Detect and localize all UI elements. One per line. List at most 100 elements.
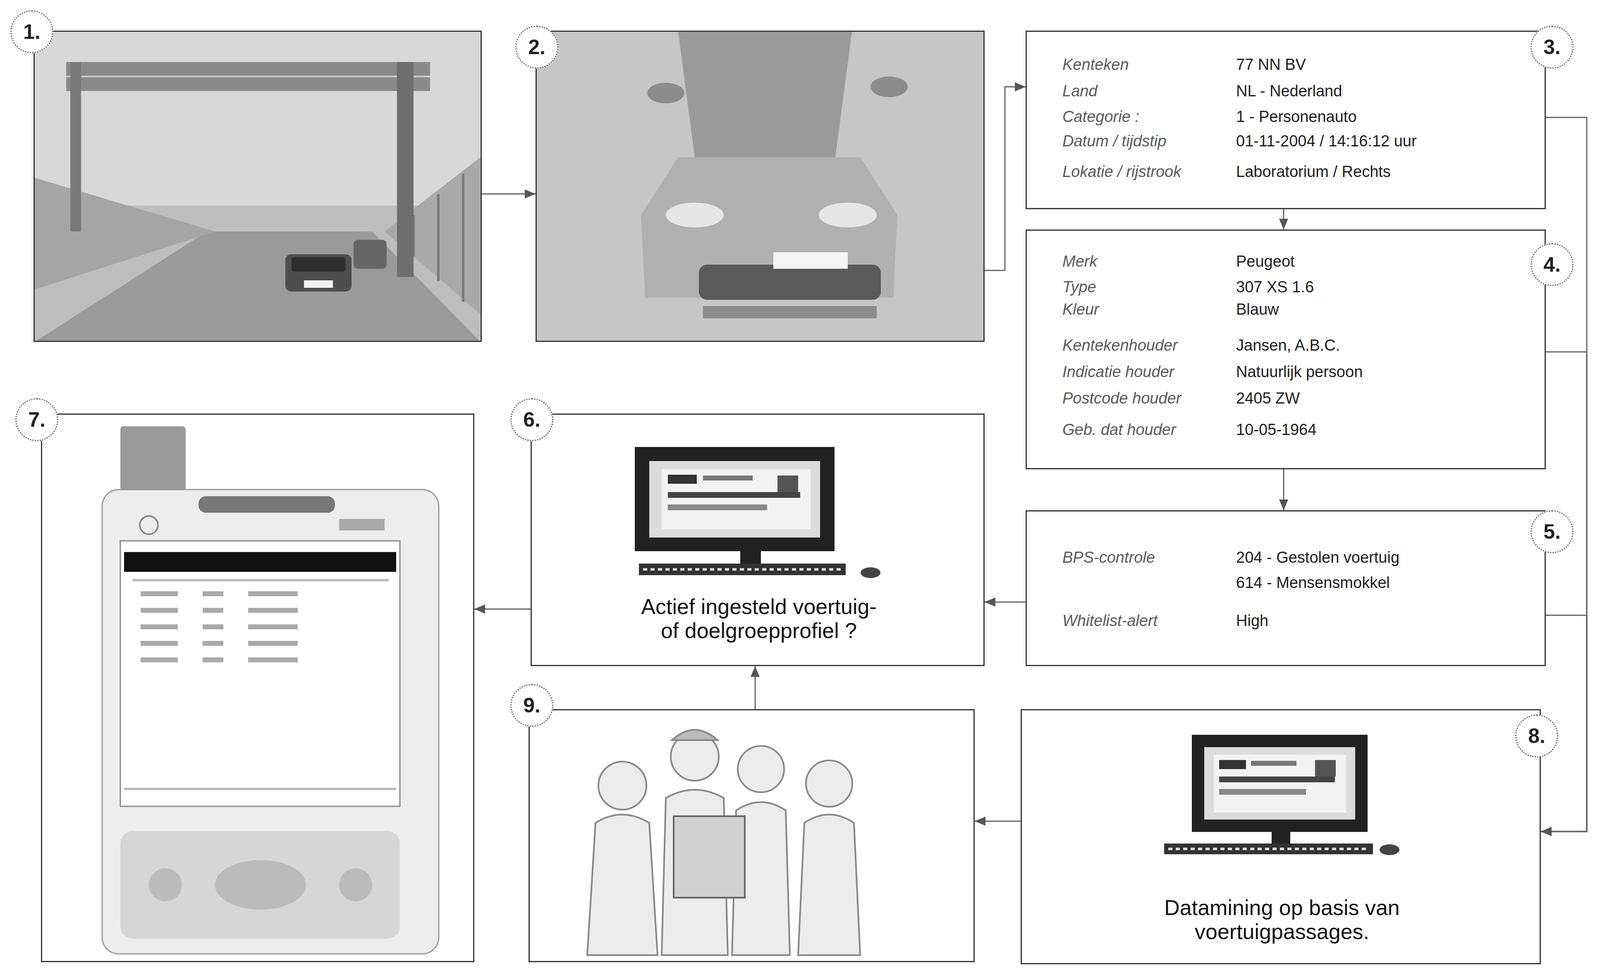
monitor-icon [649,461,821,538]
car-front-photo [536,31,984,341]
pda-device [339,868,373,902]
gantry-photo [34,31,481,343]
pda-device [248,640,298,646]
gantry-photo [353,239,387,269]
text-slot: Peugeot [1236,251,1295,271]
monitor-icon [1219,789,1306,795]
gantry-photo [34,177,216,290]
field-value: 2405 ZW [1236,388,1300,408]
box-caption: Datamining op basis van voertuigpassages… [1164,895,1400,944]
callout-number: 6. [523,407,541,432]
callout-circle: 5. [1530,510,1574,554]
flow-arrow [1279,469,1289,511]
process-box: 8.Datamining op basis van voertuigpassag… [1020,709,1541,965]
car-front-photo [536,31,984,341]
monitor-icon [667,504,768,511]
monitor-icon [1191,734,1368,833]
pda-device [248,624,298,630]
box-caption: Actief ingesteld voertuig- of doelgroepp… [640,594,877,643]
arrow-head [1279,218,1289,230]
car-front-photo [678,31,852,158]
callout-number: 1. [23,19,41,44]
monitor-icon [634,447,881,579]
callout-number: 9. [523,693,541,718]
field-value: Blauw [1236,299,1280,319]
monitor-icon [1219,760,1247,770]
people-cartoon [598,761,647,810]
callout-circle: 9. [510,684,554,728]
monitor-icon [1315,760,1336,777]
field-label: Lokatie / rijstrook [1062,162,1182,182]
connector-line [1540,351,1587,832]
field-label: Merk [1062,251,1098,271]
arrow-head [750,666,760,677]
text-slot: Kleur [1062,299,1100,319]
callout-circle: 4. [1530,243,1574,287]
text-slot: Datum / tijdstip [1062,131,1167,151]
pda-device [215,860,307,910]
field-label: Categorie : [1062,107,1140,127]
photo-box: 2. [535,30,985,343]
gantry-photo [461,173,465,302]
callout-number: 5. [1543,519,1561,544]
gantry-photo [437,194,440,282]
car-front-photo [698,264,881,300]
pda-device [120,831,400,939]
car-front-photo [773,252,848,269]
field-label: Geb. dat houder [1062,420,1177,440]
text-slot: High [1236,611,1269,631]
monitor-icon [740,551,761,564]
pda-device [140,607,178,613]
arrow-head [1279,499,1289,511]
flow-arrow [984,597,1026,607]
data-box: 3.Kenteken77 NN BVLandNL - NederlandCate… [1025,30,1546,210]
monitor-icon [1164,843,1373,855]
callout-circle: 2. [515,25,559,69]
flow-arrow [1279,209,1289,230]
arrow-head [524,189,536,199]
field-label: Indicatie houder [1062,362,1175,382]
text-slot: 1 - Personenauto [1236,107,1357,127]
pda-device [198,496,335,513]
pda-device [124,787,397,791]
gantry-photo [66,75,431,78]
field-value: NL - Nederland [1236,81,1342,101]
field-value: 10-05-1964 [1236,420,1317,440]
car-front-photo [647,82,685,104]
pda-device [202,640,224,646]
arrow-head [974,816,986,826]
pda-device [140,624,178,630]
callout-number: 7. [28,407,46,432]
text-slot: Lokatie / rijstrook [1062,162,1182,182]
people-cartoon [587,814,658,956]
field-label: Kentekenhouder [1062,335,1178,355]
pda-device [339,518,385,531]
field-value: 01-11-2004 / 14:16:12 uur [1236,131,1417,151]
pda-device [148,868,182,902]
pda-device [202,607,224,613]
arrow-head [1014,82,1026,92]
people-cartoon [587,729,861,956]
gantry-photo [285,254,352,292]
text-slot: 2405 ZW [1236,388,1300,408]
monitor-icon [1219,776,1335,783]
pda-device [202,657,224,663]
text-slot: Geb. dat houder [1062,420,1177,440]
field-label: Whitelist-alert [1062,611,1158,631]
people-box: 9. [528,709,975,963]
people-cartoon [672,729,718,741]
process-box: 6.Actief ingesteld voertuig- of doelgroe… [530,413,985,667]
callout-circle: 7. [15,398,59,442]
flow-arrow [1540,351,1587,837]
people-cartoon [798,814,861,956]
field-value: Peugeot [1236,251,1295,271]
people-cartoon [673,816,745,898]
callout-circle: 6. [510,398,554,442]
text-slot: Blauw [1236,299,1280,319]
data-box: 5.BPS-controle204 - Gestolen voertuig614… [1025,510,1546,667]
pda-device [132,578,389,582]
text-slot: 307 XS 1.6 [1236,277,1314,297]
callout-number: 8. [1528,724,1546,749]
callout-circle: 3. [1530,25,1574,69]
field-label: Land [1062,81,1098,101]
